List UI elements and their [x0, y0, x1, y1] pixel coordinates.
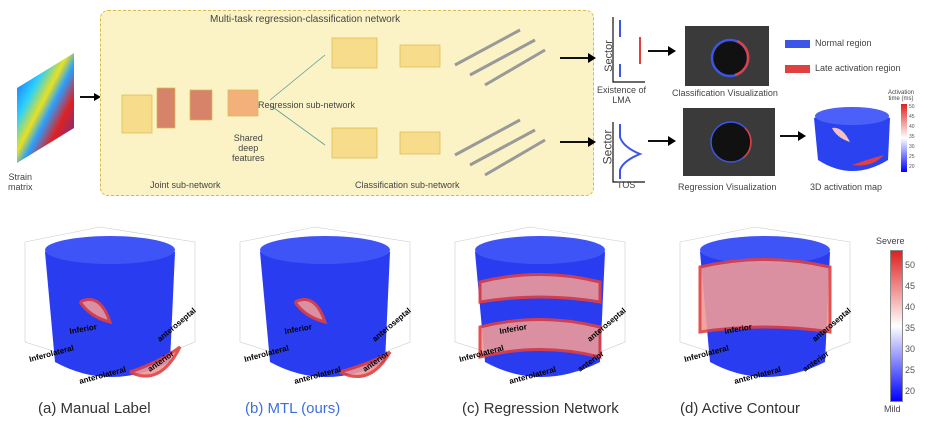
tick: 20 [905, 386, 916, 396]
caption-active-contour: (d) Active Contour [680, 400, 801, 417]
late-activation-region [293, 298, 328, 325]
regression-subnetwork-label: Regression sub-network [258, 100, 356, 110]
legend-swatch-late [785, 65, 810, 73]
caption-regression: (c) Regression Network [462, 400, 619, 417]
output-plots [612, 17, 645, 183]
regression-visualization-label: Regression Visualization [678, 182, 777, 192]
joint-subnetwork-label: Joint sub-network [150, 180, 221, 190]
small-colorbar-ticks: 50 45 40 35 30 25 20 [909, 102, 915, 172]
heart-top [475, 236, 605, 264]
network-layers [121, 28, 546, 177]
legend-label-normal: Normal region [815, 38, 872, 48]
sector-axis-label: Sector [600, 129, 615, 165]
caption-mtl: (b) MTL (ours) [245, 400, 341, 417]
tick: 30 [909, 144, 915, 150]
heart-3d-plot: Inferior Inferolateral anterolateral ant… [679, 226, 853, 386]
heart-3d-plot: Inferior Inferolateral anterolateral ant… [454, 226, 628, 386]
3d-activation-map [814, 107, 890, 171]
lma-label: Existence of LMA [597, 85, 647, 105]
tick: 30 [905, 344, 916, 354]
tick: 40 [909, 124, 915, 130]
small-colorbar [901, 104, 907, 172]
heart-surface [45, 244, 175, 377]
legend-label-late: Late activation region [815, 63, 901, 73]
tick: 50 [909, 104, 915, 110]
tick: 35 [909, 134, 915, 140]
classification-subnetwork-label: Classification sub-network [355, 180, 460, 190]
tick: 40 [905, 302, 916, 312]
heart-top [260, 236, 390, 264]
network-title: Multi-task regression-classification net… [210, 14, 401, 25]
late-activation-region [698, 258, 832, 334]
arrow-icon [780, 131, 806, 141]
sector-axis-label: Sector [602, 40, 615, 72]
classification-visualization-label: Classification Visualization [672, 88, 778, 98]
late-activation-region [478, 318, 602, 359]
heart-3d-plot: Inferior Inferolateral anterolateral ant… [24, 226, 198, 386]
heart-surface [260, 244, 390, 377]
late-activation-region [129, 345, 182, 378]
tick: 25 [909, 154, 915, 160]
legend-swatch-normal [785, 40, 810, 48]
tick: 50 [905, 260, 916, 270]
colorbar-bottom-label: Mild [884, 404, 901, 414]
tick: 45 [905, 281, 916, 291]
late-activation-region [339, 350, 392, 378]
heart-3d-plot: Inferior Inferolateral anterolateral ant… [239, 226, 413, 386]
tick: 45 [909, 114, 915, 120]
tick: 20 [909, 164, 915, 170]
strain-matrix-label: Strain matrix [8, 172, 33, 192]
heart-top [45, 236, 175, 264]
colorbar-ticks: 50 45 40 35 30 25 20 [905, 255, 915, 402]
tick: 25 [905, 365, 916, 375]
arrows [648, 46, 676, 146]
late-activation-region [78, 298, 113, 325]
shared-features-label: Shared deep features [232, 133, 265, 163]
strain-matrix-image [17, 53, 74, 163]
caption-manual-label: (a) Manual Label [38, 400, 151, 417]
small-colorbar-title: Activation time (ms) [888, 90, 915, 102]
colorbar [890, 250, 903, 402]
3d-map-label: 3D activation map [810, 182, 883, 192]
classification-visualization-image [685, 26, 769, 86]
tick: 35 [905, 323, 916, 333]
heart-surface [475, 244, 605, 377]
colorbar-top-label: Severe [876, 236, 905, 246]
tos-label: TOS [617, 180, 636, 190]
heart-top [700, 236, 830, 264]
regression-visualization-image [683, 108, 775, 176]
arrows [560, 53, 596, 147]
late-activation-region [478, 273, 602, 304]
arrow-icon [80, 93, 101, 101]
